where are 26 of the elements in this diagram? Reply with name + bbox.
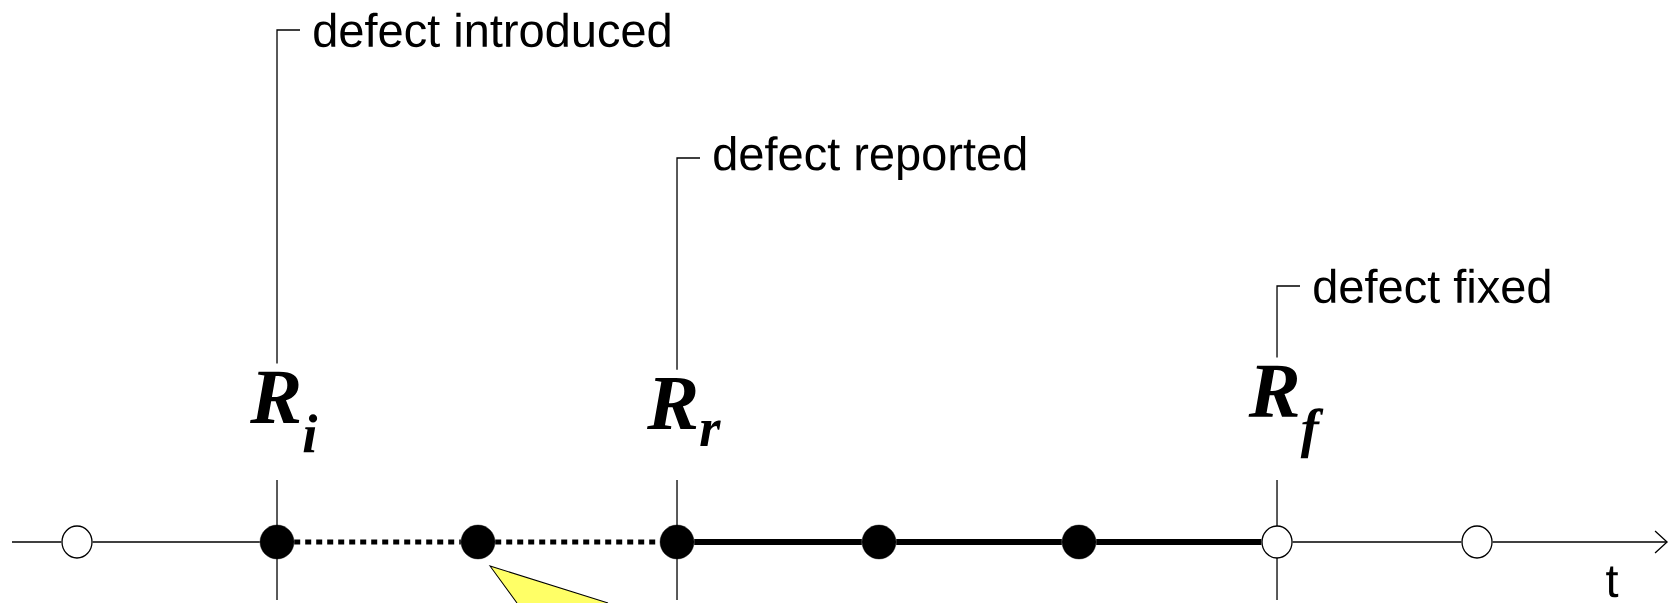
leader-line	[1276, 285, 1301, 359]
release-dot	[861, 524, 897, 560]
marker-label: R$_{r}$	[647, 377, 721, 447]
release-circle	[61, 525, 93, 559]
marker-label: R$_{i}$	[250, 371, 318, 453]
annotation-text: defect fixed	[1314, 268, 1550, 304]
release-dot	[460, 524, 496, 560]
release-circle	[1261, 525, 1293, 559]
timeline-segment	[1492, 530, 1669, 554]
annotation-text: defect introduced	[314, 12, 670, 48]
annotation-text: defect reported	[714, 136, 1026, 180]
timeline-segment	[896, 539, 1062, 545]
axis-label: t	[1606, 566, 1619, 598]
marker-label: R$_{f}$	[1248, 365, 1324, 459]
timeline-segment	[92, 541, 261, 543]
leader-line	[276, 29, 301, 365]
timeline-segment	[694, 539, 862, 545]
timeline-segment	[11, 541, 62, 543]
release-dot	[1061, 524, 1097, 560]
release-dot	[259, 524, 295, 560]
release-circle	[1461, 525, 1493, 559]
timeline-segment	[1096, 539, 1262, 545]
timeline-segment	[294, 539, 461, 545]
leader-line	[676, 157, 701, 371]
timeline-segment	[1292, 541, 1462, 543]
release-dot	[659, 524, 695, 560]
